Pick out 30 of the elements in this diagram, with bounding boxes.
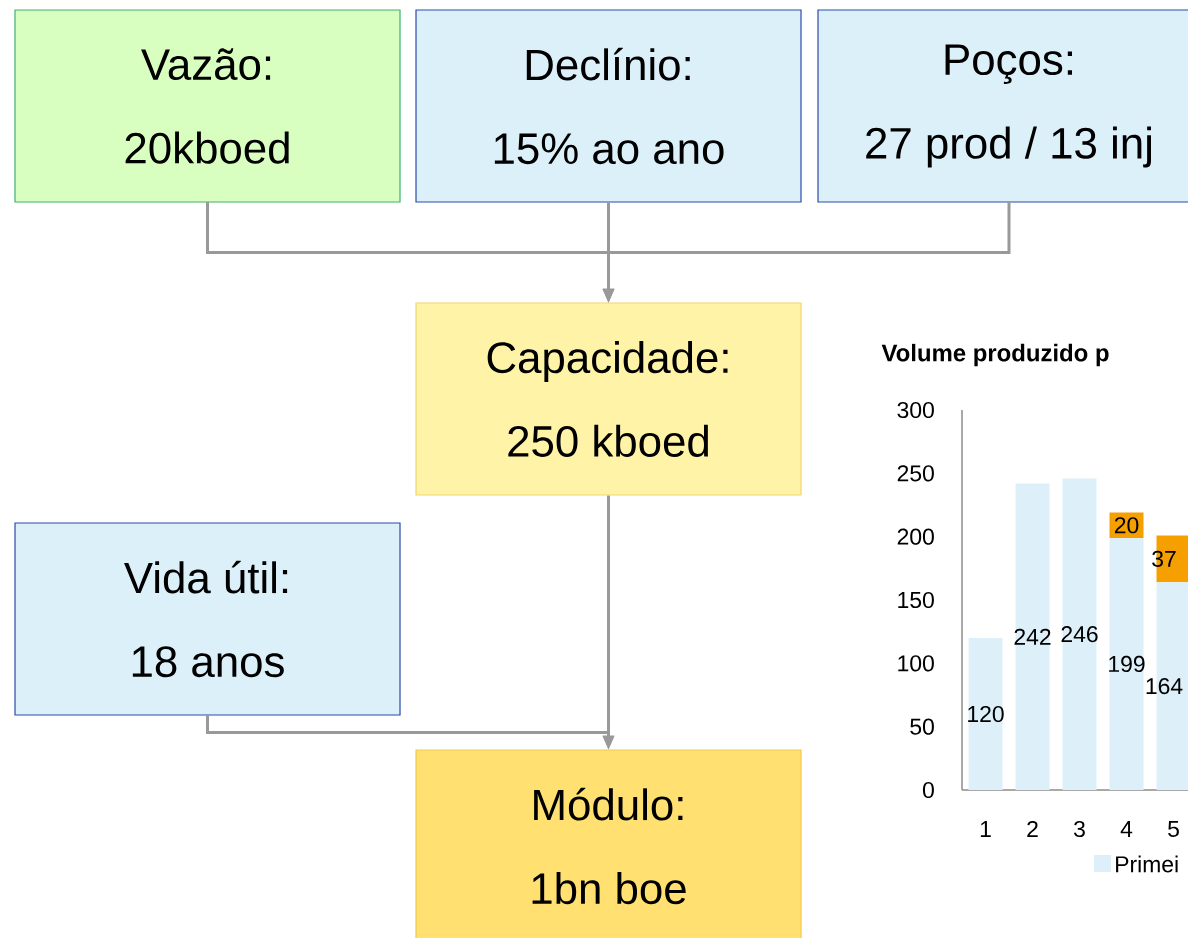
data-label: 164 bbox=[1146, 678, 1183, 695]
bar bbox=[1015, 483, 1050, 791]
tick-label: 250 bbox=[897, 465, 934, 482]
bar bbox=[1062, 478, 1097, 791]
bar bbox=[968, 638, 1003, 791]
data-label: 120 bbox=[968, 705, 1004, 723]
process-box: Módulo: 1bn boe bbox=[415, 749, 802, 938]
process-box: Vida útil: 18 anos bbox=[14, 522, 401, 716]
legend-label: Primei bbox=[1116, 855, 1178, 873]
data-label: 199 bbox=[1109, 655, 1145, 673]
process-box: Capacidade: 250 kboed bbox=[415, 302, 802, 496]
tick-label: 200 bbox=[897, 528, 934, 545]
tick-label: 100 bbox=[898, 655, 934, 672]
tick-label: 0 bbox=[922, 781, 934, 799]
tick-label: 50 bbox=[910, 718, 934, 735]
process-box: Vazão: 20kboed bbox=[14, 9, 401, 203]
process-box: Declínio: 15% ao ano bbox=[415, 9, 802, 203]
data-label: 246 bbox=[1061, 626, 1098, 643]
tick-label: 4 bbox=[1120, 821, 1133, 837]
tick-label: 5 bbox=[1168, 821, 1179, 837]
tick-label: 150 bbox=[898, 591, 934, 609]
tick-label: 300 bbox=[897, 401, 934, 419]
tick-label: 2 bbox=[1027, 821, 1038, 837]
chart-title: Volume produzido p bbox=[881, 343, 1109, 367]
data-label: 20 bbox=[1114, 517, 1139, 534]
bar bbox=[1109, 537, 1144, 791]
process-box: Poços: 27 prod / 13 inj bbox=[817, 9, 1188, 203]
tick-label: 1 bbox=[980, 821, 991, 837]
data-label: 242 bbox=[1014, 628, 1051, 645]
tick-label: 3 bbox=[1074, 820, 1085, 838]
